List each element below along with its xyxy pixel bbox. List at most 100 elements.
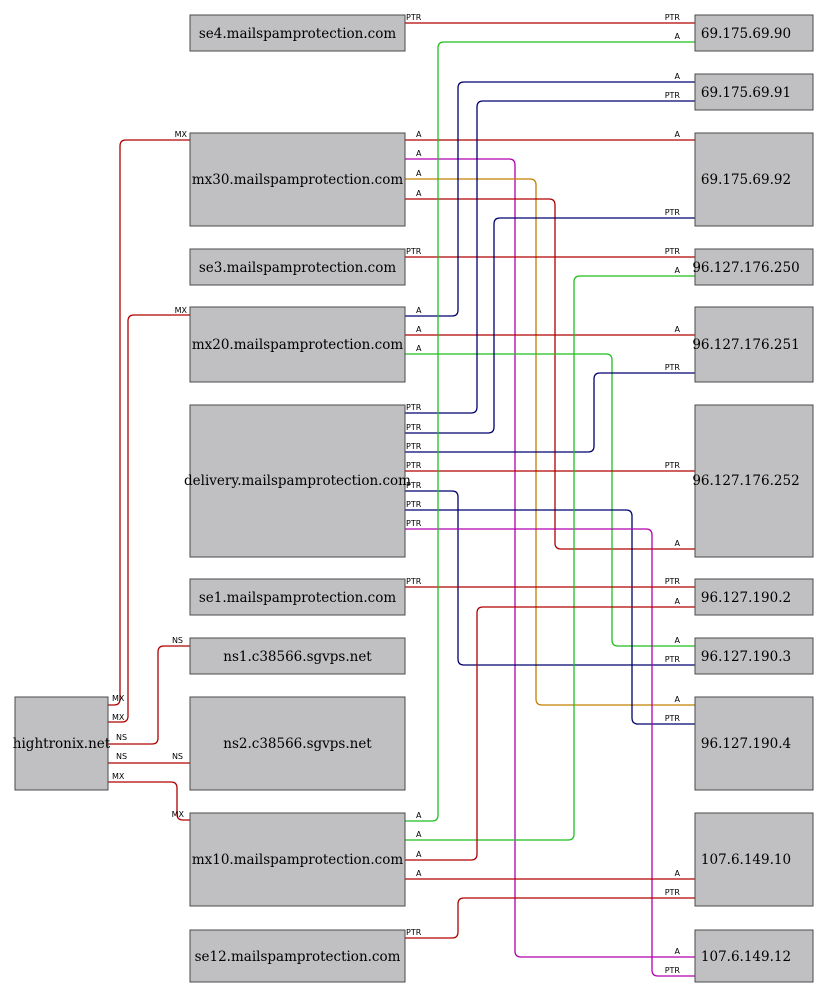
edge-label-tail: NS <box>116 752 127 761</box>
node-ip-69-175-69-91[interactable]: 69.175.69.91 <box>694 73 814 111</box>
node-ns2[interactable]: ns2.c38566.sgvps.net <box>189 696 406 791</box>
edge-hightronix-to-ns2: NS NS <box>108 752 190 764</box>
node-label-ip-69-175-69-91: 69.175.69.91 <box>701 85 791 101</box>
edge-label-head: A <box>675 266 681 275</box>
edge-label-tail: A <box>416 325 422 334</box>
node-se12[interactable]: se12.mailspamprotection.com <box>189 929 406 983</box>
edge-delivery-to-ip_96_127_176_251: PTR PTR <box>405 363 695 453</box>
edge-delivery-to-ip_96_127_190_3: PTR PTR <box>405 481 695 666</box>
edge-label-head: PTR <box>665 208 681 217</box>
edge-label-tail: A <box>416 169 422 178</box>
node-mx20[interactable]: mx20.mailspamprotection.com <box>189 306 406 383</box>
edge-se12-to-ip_107_6_149_10: PTR PTR <box>405 888 695 939</box>
edge-label-tail: PTR <box>406 403 422 412</box>
node-ip-96-127-176-250[interactable]: 96.127.176.250 <box>692 248 814 286</box>
edge-mx30-to-ip_96_127_190_4: AA <box>405 169 695 706</box>
edge-label-head: A <box>675 695 681 704</box>
node-se1[interactable]: se1.mailspamprotection.com <box>189 578 406 616</box>
node-label-ip-96-127-190-3: 96.127.190.3 <box>701 649 791 665</box>
node-ip-107-6-149-10[interactable]: 107.6.149.10 <box>694 812 814 907</box>
edge-label-head: PTR <box>665 577 681 586</box>
node-se4[interactable]: se4.mailspamprotection.com <box>189 14 406 52</box>
edge-label-tail: A <box>416 189 422 198</box>
node-label-mx30: mx30.mailspamprotection.com <box>192 172 404 188</box>
edge-label-tail: A <box>416 344 422 353</box>
edge-label-head: NS <box>172 752 183 761</box>
edge-label-head: PTR <box>665 888 681 897</box>
node-ip-96-127-176-251[interactable]: 96.127.176.251 <box>692 306 814 383</box>
node-label-ip-96-127-176-252: 96.127.176.252 <box>692 473 799 489</box>
edge-label-tail: PTR <box>406 519 422 528</box>
edge-label-head: A <box>675 597 681 606</box>
node-ip-69-175-69-90[interactable]: 69.175.69.90 <box>694 14 814 52</box>
edge-line <box>108 781 190 821</box>
node-label-ip-96-127-190-2: 96.127.190.2 <box>701 590 791 606</box>
node-ip-96-127-176-252[interactable]: 96.127.176.252 <box>692 404 814 558</box>
edge-line <box>405 897 695 939</box>
edge-label-head: A <box>675 869 681 878</box>
edge-label-head: MX <box>175 306 188 315</box>
node-hightronix[interactable]: hightronix.net <box>13 696 111 791</box>
edge-line <box>405 372 695 453</box>
edge-label-head: A <box>675 72 681 81</box>
edge-label-head: PTR <box>665 363 681 372</box>
node-ip-69-175-69-92[interactable]: 69.175.69.92 <box>694 132 814 227</box>
node-ip-96-127-190-2[interactable]: 96.127.190.2 <box>694 578 814 616</box>
edge-label-tail: A <box>416 149 422 158</box>
edge-label-tail: MX <box>112 772 125 781</box>
edge-line <box>405 275 695 841</box>
edge-label-head: MX <box>175 130 188 139</box>
edge-label-tail: A <box>416 130 422 139</box>
edge-label-tail: PTR <box>406 461 422 470</box>
edge-mx10-to-ip_69_175_69_90: AA <box>405 32 695 822</box>
edge-label-head: A <box>675 130 681 139</box>
edge-mx10-to-ip_96_127_190_2: AA <box>405 597 695 861</box>
node-ip-96-127-190-3[interactable]: 96.127.190.3 <box>694 637 814 675</box>
edge-label-tail: MX <box>112 713 125 722</box>
edge-label-head: PTR <box>665 714 681 723</box>
node-label-mx20: mx20.mailspamprotection.com <box>192 337 404 353</box>
node-label-se12: se12.mailspamprotection.com <box>195 949 401 965</box>
edge-label-tail: A <box>416 306 422 315</box>
edge-mx30-to-ip_107_6_149_12: AA <box>405 149 695 958</box>
node-label-hightronix: hightronix.net <box>13 736 111 752</box>
node-se3[interactable]: se3.mailspamprotection.com <box>189 248 406 286</box>
edge-label-head: A <box>675 947 681 956</box>
node-label-ip-69-175-69-90: 69.175.69.90 <box>701 26 791 42</box>
edge-hightronix-to-mx30: MX MX <box>108 130 190 706</box>
node-ns1[interactable]: ns1.c38566.sgvps.net <box>189 637 406 675</box>
edge-line <box>108 314 190 723</box>
edge-delivery-to-ip_107_6_149_12: PTR PTR <box>405 519 695 977</box>
node-label-ns1: ns1.c38566.sgvps.net <box>223 649 372 665</box>
node-mx10[interactable]: mx10.mailspamprotection.com <box>189 812 406 907</box>
edge-hightronix-to-mx20: MX MX <box>108 306 190 723</box>
edge-label-head: A <box>675 325 681 334</box>
edge-line <box>405 158 695 958</box>
nodes-layer: hightronix.net se4.mailspamprotection.co… <box>13 14 814 983</box>
edge-label-tail: NS <box>116 733 127 742</box>
edge-label-tail: A <box>416 850 422 859</box>
node-label-delivery: delivery.mailspamprotection.com <box>184 473 411 489</box>
node-delivery[interactable]: delivery.mailspamprotection.com <box>184 404 411 558</box>
node-label-se4: se4.mailspamprotection.com <box>199 26 396 42</box>
edge-delivery-to-ip_69_175_69_92: PTR PTR <box>405 208 695 434</box>
edge-line <box>405 528 695 977</box>
edge-mx10-to-ip_96_127_176_250: AA <box>405 266 695 841</box>
node-mx30[interactable]: mx30.mailspamprotection.com <box>189 132 406 227</box>
edge-line <box>405 100 695 414</box>
node-ip-107-6-149-12[interactable]: 107.6.149.12 <box>694 929 814 983</box>
node-ip-96-127-190-4[interactable]: 96.127.190.4 <box>694 696 814 791</box>
edge-label-tail: PTR <box>406 928 422 937</box>
edge-line <box>405 509 695 725</box>
edge-label-tail: PTR <box>406 500 422 509</box>
